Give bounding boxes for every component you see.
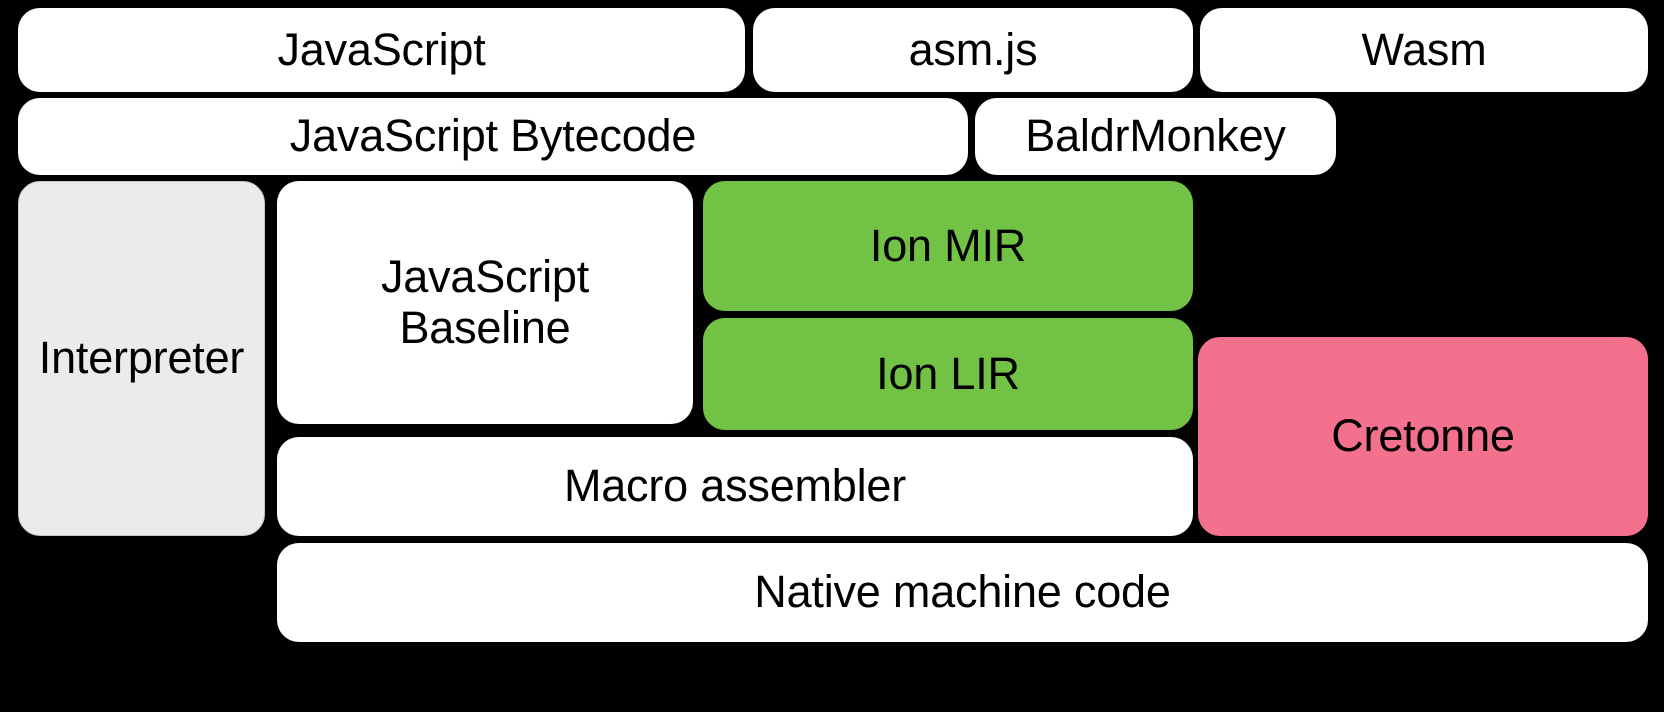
node-ion-lir[interactable]: Ion LIR — [703, 318, 1193, 430]
node-native-machine-code[interactable]: Native machine code — [277, 543, 1648, 642]
node-ion-mir[interactable]: Ion MIR — [703, 181, 1193, 311]
node-cretonne[interactable]: Cretonne — [1198, 337, 1648, 536]
node-javascript-baseline[interactable]: JavaScript Baseline — [277, 181, 693, 424]
node-interpreter[interactable]: Interpreter — [18, 181, 265, 536]
node-javascript-bytecode[interactable]: JavaScript Bytecode — [18, 98, 968, 175]
node-javascript[interactable]: JavaScript — [18, 8, 745, 92]
node-baldrmonkey[interactable]: BaldrMonkey — [975, 98, 1336, 175]
node-macro-assembler[interactable]: Macro assembler — [277, 437, 1193, 536]
node-wasm[interactable]: Wasm — [1200, 8, 1648, 92]
node-asmjs[interactable]: asm.js — [753, 8, 1193, 92]
